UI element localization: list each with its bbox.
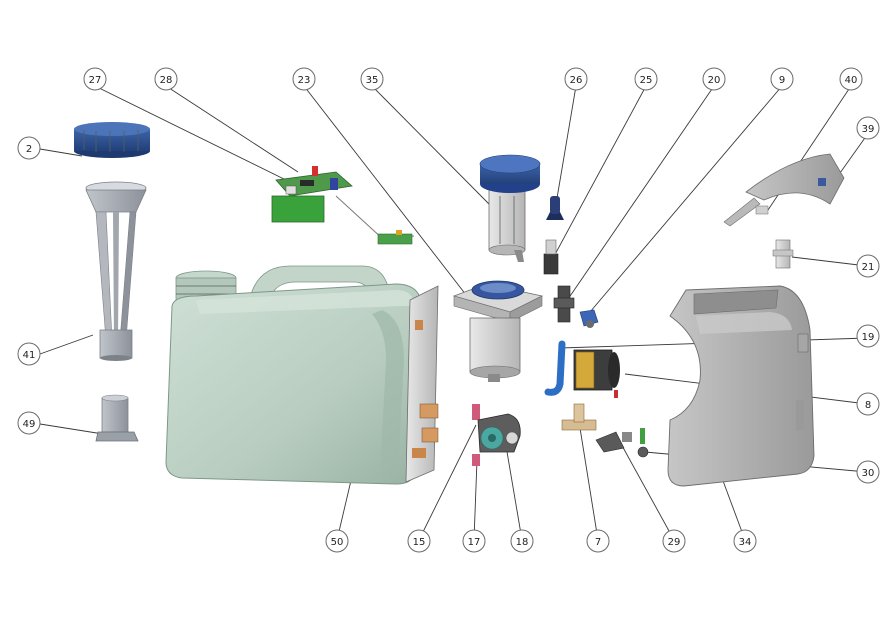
callout-41: 41 (17, 342, 41, 366)
callout-39: 39 (856, 116, 880, 140)
svg-text:49: 49 (23, 419, 36, 430)
callout-29: 29 (662, 529, 686, 553)
callout-49: 49 (17, 411, 41, 435)
part-29-30-sensor (595, 428, 649, 458)
svg-text:15: 15 (413, 537, 426, 548)
svg-text:2: 2 (26, 144, 32, 155)
part-34-outer-housing (667, 285, 815, 487)
svg-text:23: 23 (298, 75, 311, 86)
part-50-water-tank (165, 265, 439, 485)
callout-17: 17 (462, 529, 486, 553)
callout-20: 20 (702, 67, 726, 91)
svg-text:50: 50 (331, 537, 344, 548)
callout-28: 28 (154, 67, 178, 91)
callout-19: 19 (856, 324, 880, 348)
callout-2: 2 (17, 136, 41, 160)
part-49-float (95, 394, 139, 442)
svg-text:19: 19 (862, 332, 875, 343)
svg-text:29: 29 (668, 537, 681, 548)
part-7-fitting (561, 403, 597, 431)
part-26-valve (546, 196, 564, 220)
callout-50: 50 (325, 529, 349, 553)
svg-text:41: 41 (23, 350, 36, 361)
svg-text:20: 20 (708, 75, 721, 86)
part-19-hose (544, 340, 566, 396)
part-9-elbow (579, 309, 599, 328)
part-8-solenoid (573, 349, 620, 398)
part-23-housing (452, 280, 544, 382)
svg-text:30: 30 (862, 468, 875, 479)
svg-text:28: 28 (160, 75, 173, 86)
svg-text:9: 9 (779, 75, 785, 86)
svg-text:26: 26 (570, 75, 583, 86)
callout-34: 34 (733, 529, 757, 553)
part-21-fitting (772, 239, 794, 269)
svg-text:8: 8 (865, 400, 871, 411)
svg-text:21: 21 (862, 262, 875, 273)
callout-30: 30 (856, 460, 880, 484)
svg-text:34: 34 (739, 537, 752, 548)
part-25-connector (543, 239, 559, 275)
svg-text:18: 18 (516, 537, 529, 548)
callout-23: 23 (292, 67, 316, 91)
part-39-40-cover (723, 153, 845, 227)
part-27-28-pcb (271, 166, 415, 245)
callout-27: 27 (83, 67, 107, 91)
callout-8: 8 (856, 392, 880, 416)
svg-text:7: 7 (595, 537, 601, 548)
svg-text:40: 40 (845, 75, 858, 86)
svg-text:39: 39 (862, 124, 875, 135)
callout-18: 18 (510, 529, 534, 553)
callout-26: 26 (564, 67, 588, 91)
part-35-cartridge (479, 154, 541, 262)
part-15-17-18-pump (472, 404, 521, 466)
callout-21: 21 (856, 254, 880, 278)
svg-text:35: 35 (366, 75, 379, 86)
callout-15: 15 (407, 529, 431, 553)
callout-7: 7 (586, 529, 610, 553)
part-20-tee-fitting (553, 285, 575, 323)
callout-40: 40 (839, 67, 863, 91)
callout-25: 25 (634, 67, 658, 91)
callout-9: 9 (770, 67, 794, 91)
svg-text:25: 25 (640, 75, 653, 86)
svg-text:27: 27 (89, 75, 102, 86)
part-41-funnel-filter (85, 181, 147, 361)
svg-text:17: 17 (468, 537, 481, 548)
callout-35: 35 (360, 67, 384, 91)
part-2-cap (74, 122, 150, 158)
